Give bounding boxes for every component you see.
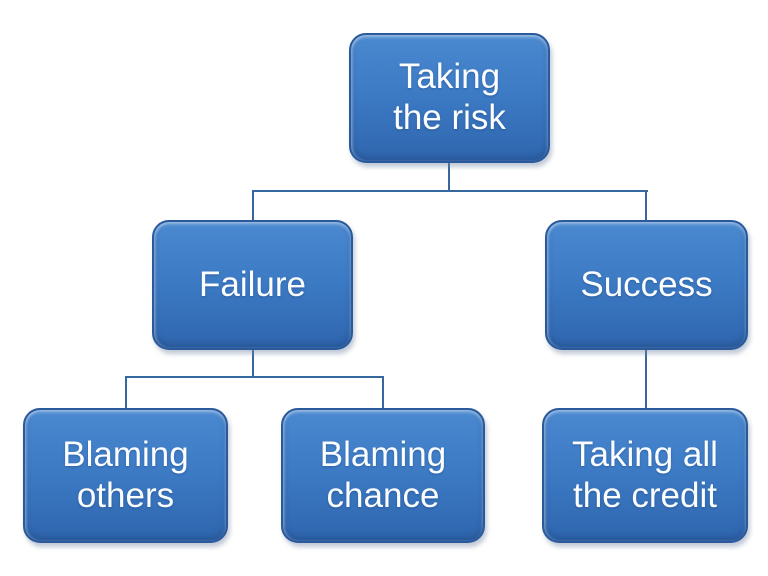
connector-blaming-chance-drop bbox=[382, 376, 384, 409]
connector-level3-crossbar bbox=[125, 376, 384, 378]
connector-failure-drop bbox=[252, 190, 254, 221]
node-blaming-others: Blaming others bbox=[23, 408, 228, 543]
connector-root-stem bbox=[448, 161, 450, 192]
node-taking-the-risk: Taking the risk bbox=[349, 33, 550, 163]
node-taking-all-the-credit: Taking all the credit bbox=[542, 408, 748, 543]
connector-blaming-others-drop bbox=[125, 376, 127, 409]
connector-failure-stem bbox=[252, 349, 254, 378]
node-blaming-chance: Blaming chance bbox=[281, 408, 485, 543]
connector-taking-credit-drop bbox=[645, 349, 647, 409]
connector-success-drop bbox=[645, 190, 647, 221]
node-success: Success bbox=[545, 220, 748, 350]
node-failure: Failure bbox=[152, 220, 353, 350]
connector-level2-crossbar bbox=[252, 190, 648, 192]
